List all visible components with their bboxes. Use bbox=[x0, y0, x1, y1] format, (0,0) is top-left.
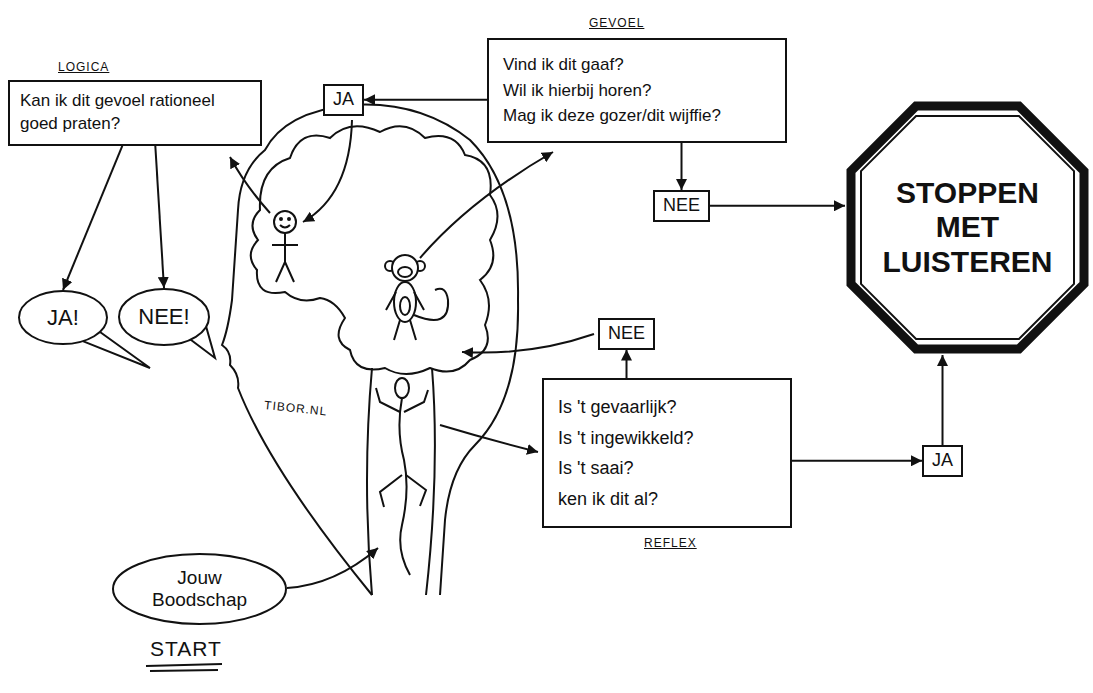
flow-arrow bbox=[420, 152, 553, 258]
node-text: NEE bbox=[663, 195, 700, 217]
node-text: Is 't gevaarlijk? bbox=[558, 392, 776, 423]
node-text: Mag ik deze gozer/dit wijffie? bbox=[503, 103, 771, 129]
node-text: Vind ik dit gaaf? bbox=[503, 52, 771, 78]
stop-octagon: STOPPEN MET LUISTEREN bbox=[845, 100, 1090, 355]
speech-bubble: NEE! bbox=[118, 288, 210, 346]
no-box: NEE bbox=[598, 318, 655, 350]
lizard-figure bbox=[376, 378, 428, 575]
node-text: Is 't saai? bbox=[558, 453, 776, 484]
speech-bubble: JA! bbox=[18, 290, 108, 345]
stick-figure bbox=[272, 211, 298, 282]
flow-arrow bbox=[440, 425, 538, 452]
flow-connector bbox=[155, 146, 164, 288]
monkey-figure bbox=[385, 255, 448, 340]
flow-arrow bbox=[287, 548, 378, 588]
flow-arrow bbox=[230, 157, 270, 213]
flow-connector bbox=[63, 146, 122, 290]
node-text: Kan ik dit gevoel rationeel goed praten? bbox=[20, 90, 250, 136]
octagon-border bbox=[851, 106, 1084, 349]
node-heading: LOGICA bbox=[58, 60, 109, 74]
brainstem-line bbox=[426, 368, 435, 595]
node-text: NEE! bbox=[138, 304, 189, 329]
node-text: JA! bbox=[47, 305, 79, 330]
octagon-border bbox=[861, 116, 1074, 339]
node-text: Wil ik hierbij horen? bbox=[503, 78, 771, 104]
node-heading: GEVOEL bbox=[589, 16, 644, 30]
flow-connector bbox=[710, 205, 845, 207]
node-text: Is 't ingewikkeld? bbox=[558, 423, 776, 454]
watermark: TIBOR.NL bbox=[264, 398, 328, 419]
flow-connector bbox=[681, 143, 683, 191]
start-label: START bbox=[150, 637, 222, 661]
reflex-box: Is 't gevaarlijk?Is 't ingewikkeld?Is 't… bbox=[542, 378, 792, 528]
node-heading: REFLEX bbox=[644, 536, 697, 550]
bubble-outline bbox=[19, 291, 107, 344]
node-text: JA bbox=[333, 89, 354, 111]
head-outline bbox=[222, 104, 518, 595]
ellipse-outline bbox=[113, 554, 286, 624]
yes-box: JA bbox=[323, 84, 364, 116]
flow-connector bbox=[626, 350, 628, 378]
no-box: NEE bbox=[653, 190, 710, 222]
brainstem-line bbox=[367, 368, 372, 595]
node-text: JA bbox=[932, 450, 953, 472]
bubble-outline bbox=[119, 289, 209, 345]
node-text: NEE bbox=[608, 323, 645, 345]
flow-connector bbox=[942, 355, 944, 445]
start-underline bbox=[146, 664, 222, 671]
feeling-box: GEVOELVind ik dit gaaf?Wil ik hierbij ho… bbox=[487, 38, 787, 143]
node-text: ken ik dit al? bbox=[558, 484, 776, 515]
logic-box: LOGICAKan ik dit gevoel rationeel goed p… bbox=[8, 80, 262, 146]
flow-connector bbox=[364, 99, 487, 101]
node-text: Jouw Boodschap bbox=[135, 567, 265, 611]
yes-box: JA bbox=[922, 445, 963, 477]
brain-outline bbox=[251, 126, 498, 374]
message-ellipse: Jouw Boodschap bbox=[112, 553, 287, 625]
flow-arrow bbox=[462, 334, 594, 353]
flow-connector bbox=[792, 460, 922, 462]
node-text: STOPPEN MET LUISTEREN bbox=[873, 176, 1063, 280]
flow-arrow bbox=[303, 120, 352, 222]
